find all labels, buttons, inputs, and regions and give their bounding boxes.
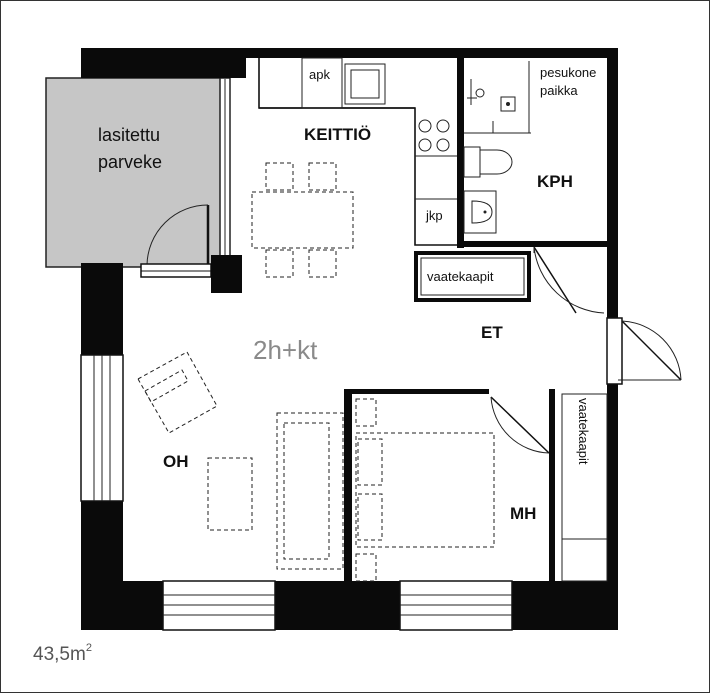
kitchen-counter	[258, 57, 457, 246]
kitchen-label: KEITTIÖ	[304, 125, 371, 144]
living-room-label: OH	[163, 452, 189, 471]
bedroom-wardrobe	[561, 393, 608, 582]
armchair	[137, 351, 218, 434]
balcony-area	[45, 77, 222, 268]
window-bottom-left	[162, 580, 276, 631]
entrance-door	[606, 317, 682, 385]
toilet-icon	[463, 146, 513, 178]
hall-wardrobe-label: vaatekaapit	[427, 269, 494, 284]
balcony-door	[140, 204, 212, 278]
hall-wardrobe	[414, 251, 531, 302]
balcony-label-line2: parveke	[98, 152, 162, 172]
hall-label: ET	[481, 323, 503, 342]
bed	[355, 398, 495, 582]
area-value: 43,5m	[33, 644, 86, 665]
window-bottom-right	[399, 580, 513, 631]
balcony-label-line1: lasitettu	[98, 125, 160, 145]
bedroom-door	[490, 396, 550, 454]
laundry-label-line1: pesukone	[540, 65, 596, 80]
dishwasher-label: apk	[309, 67, 330, 82]
apartment-type-label: 2h+kt	[253, 335, 318, 365]
bathroom-door	[533, 246, 605, 314]
coffee-table	[207, 457, 253, 531]
window-left	[80, 354, 124, 502]
area-unit-superscript: 2	[86, 642, 92, 654]
fridge-label: jkp	[425, 208, 443, 223]
laundry-symbol-icon	[464, 61, 531, 134]
bathroom-label: KPH	[537, 172, 573, 191]
bedroom-wardrobe-label: vaatekaapit	[576, 398, 591, 465]
dining-table	[251, 162, 354, 278]
sofa	[276, 412, 344, 570]
bedroom-label: MH	[510, 504, 536, 523]
laundry-label-line2: paikka	[540, 83, 578, 98]
sink-icon	[463, 190, 497, 234]
stove-icon	[418, 119, 450, 152]
area-label: 43,5m2	[33, 642, 92, 665]
